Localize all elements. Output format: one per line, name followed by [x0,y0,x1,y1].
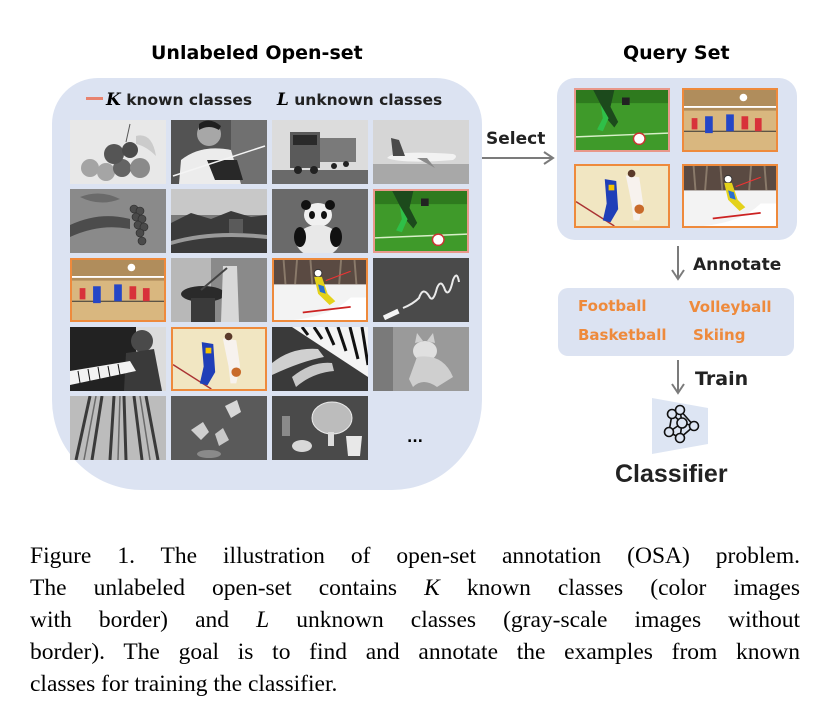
classifier-label: Classifier [615,460,728,488]
image-basketball [171,327,267,391]
image-fruits [70,120,166,184]
unknown-symbol: L [276,90,289,110]
known-line-icon [86,97,103,100]
train-arrow-icon [671,360,685,395]
image-airplane [373,120,469,184]
label-football: Football [578,297,647,315]
train-label: Train [695,368,749,390]
image-skiing [682,164,778,228]
annotate-label: Annotate [693,255,782,275]
image-tea [272,396,368,460]
image-truck [272,120,368,184]
caption-line-2: The unlabeled open-set contains K known … [30,575,800,601]
image-basketball [574,164,670,228]
label-skiing: Skiing [693,326,746,344]
image-birds [171,396,267,460]
image-violin-player [171,120,267,184]
known-symbol: K [106,90,121,110]
image-forest [70,396,166,460]
caption-line-5: classes for training the classifier. [30,671,338,697]
label-volleyball: Volleyball [689,298,772,316]
image-grapes [70,189,166,253]
image-volleyball [70,258,166,322]
caption-line-4: border). The goal is to find and annotat… [30,639,800,665]
image-skiing [272,258,368,322]
image-piano-player [70,327,166,391]
caption-line-3: with border) and L unknown classes (gray… [30,607,800,633]
annotate-arrow-icon [671,246,685,281]
caption-line-1: Figure 1. The illustration of open-set a… [30,543,800,569]
label-basketball: Basketball [578,326,667,344]
select-arrow-icon [482,151,555,165]
figure-caption: Figure 1. The illustration of open-set a… [30,540,800,700]
unknown-text: unknown classes [294,91,443,109]
image-cat [373,327,469,391]
image-volleyball [682,88,778,152]
annotated-labels-panel [558,288,794,356]
openset-legend: K known classes L unknown classes [86,90,442,110]
image-great-wall [171,189,267,253]
image-chalkboard [373,258,469,322]
image-panda [272,189,368,253]
select-label: Select [486,129,546,149]
image-football [574,88,670,152]
image-football [373,189,469,253]
image-cooking [171,258,267,322]
query-title: Query Set [623,42,730,64]
more-ellipsis: ... [407,430,423,446]
image-piano-hands [272,327,368,391]
openset-title: Unlabeled Open-set [151,42,363,64]
neural-network-icon [652,398,708,454]
known-text: known classes [126,91,253,109]
